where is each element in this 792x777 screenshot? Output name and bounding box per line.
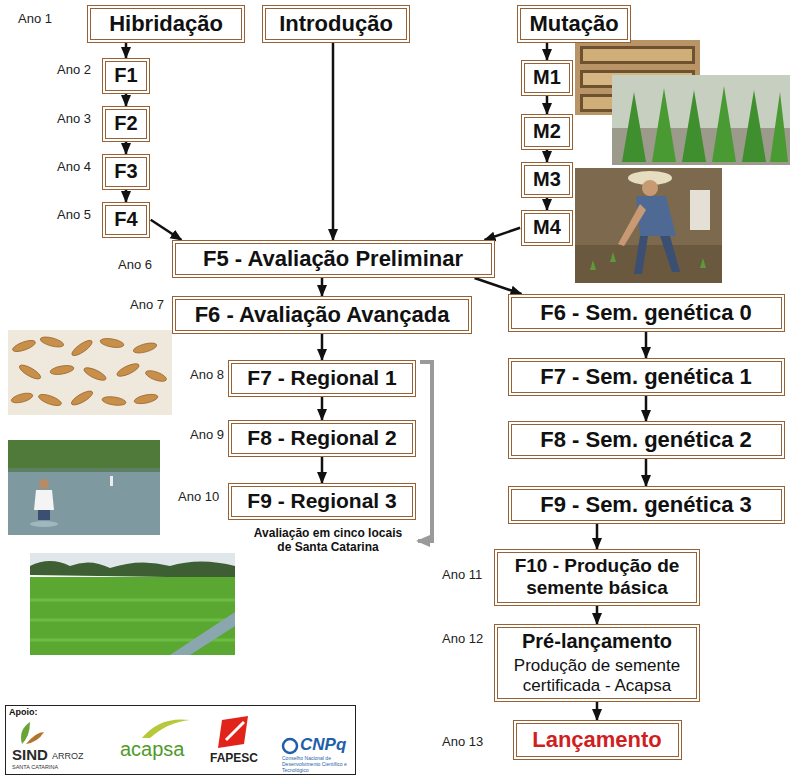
logo-text: Conselho Nacional de Desenvolvimento Cie…: [282, 756, 354, 773]
photo: [30, 553, 235, 655]
year-label: Ano 3: [57, 112, 91, 127]
box-text: Introdução: [279, 11, 393, 37]
process-box: F3: [102, 154, 149, 190]
year-label: Ano 9: [190, 428, 224, 443]
box-text: F5 - Avaliação Preliminar: [203, 246, 463, 272]
box-text: F4: [114, 208, 137, 232]
box-text: F1: [114, 64, 137, 88]
flow-arrow: [546, 198, 549, 210]
process-box: M3: [521, 162, 573, 198]
year-label: Ano 8: [190, 368, 224, 383]
box-text: F2: [114, 112, 137, 136]
bracket-arrow: [418, 362, 432, 541]
year-label: Ano 4: [57, 160, 91, 175]
logo-text: CNPq: [300, 735, 346, 755]
process-box: F1: [102, 58, 149, 94]
box-text: F3: [114, 160, 137, 184]
flow-arrow: [125, 43, 128, 58]
year-label: Ano 11: [442, 568, 482, 583]
process-box: F10 - Produção de semente básica: [494, 549, 700, 606]
flow-arrow: [125, 190, 128, 202]
flow-arrow: [321, 397, 324, 420]
box-text: F8 - Regional 2: [247, 426, 396, 451]
box-text: F9 - Regional 3: [247, 489, 396, 514]
process-box: Pré-lançamentoProdução de semente certif…: [494, 624, 700, 702]
process-box: F9 - Sem. genética 3: [508, 486, 785, 524]
flow-arrow: [321, 457, 324, 483]
box-text: M2: [533, 120, 561, 144]
box-text: Lançamento: [532, 727, 662, 753]
photo: [612, 75, 790, 165]
box-text: F6 - Sem. genética 0: [540, 300, 752, 326]
box-text: Pré-lançamento: [522, 630, 672, 654]
photo: [8, 440, 160, 535]
year-label: Ano 13: [442, 735, 483, 750]
process-box: F8 - Regional 2: [228, 420, 416, 457]
flow-arrow: [485, 228, 521, 240]
year-label: Ano 2: [57, 63, 91, 78]
box-text: F10 - Produção de semente básica: [506, 555, 688, 600]
process-box: F7 - Regional 1: [228, 360, 416, 397]
process-box: F4: [102, 202, 149, 238]
flow-arrow: [151, 220, 182, 240]
flow-arrow: [546, 43, 549, 60]
flow-arrow: [596, 702, 599, 720]
flow-arrow: [645, 332, 648, 358]
process-box: F5 - Avaliação Preliminar: [172, 240, 495, 278]
flow-arrow: [645, 396, 648, 421]
process-box: M1: [521, 60, 573, 96]
flow-arrow: [475, 278, 522, 294]
process-box: M2: [521, 114, 573, 150]
logo-panel: [6, 706, 356, 775]
flow-arrow: [332, 43, 335, 240]
flow-arrow: [321, 278, 324, 296]
flow-arrow: [596, 524, 599, 549]
year-label: Ano 10: [178, 490, 219, 505]
box-text: Hibridação: [109, 11, 223, 37]
process-box: Introdução: [262, 5, 410, 43]
logo-text: SANTA CATARINA: [12, 764, 58, 770]
flow-arrow: [321, 334, 324, 360]
box-text: F8 - Sem. genética 2: [540, 427, 752, 453]
flow-arrow: [546, 150, 549, 162]
box-text: Mutação: [529, 11, 618, 37]
year-label: Ano 12: [442, 632, 483, 647]
logo-text: SIND: [12, 746, 48, 763]
process-box: M4: [521, 210, 573, 246]
box-text: M4: [533, 216, 561, 240]
flow-arrow: [125, 142, 128, 154]
box-text: F7 - Sem. genética 1: [540, 364, 752, 390]
year-label: Ano 7: [130, 298, 164, 313]
process-box: Hibridação: [87, 5, 245, 43]
flow-arrow: [645, 459, 648, 486]
year-label: Ano 6: [118, 258, 152, 273]
process-box: F9 - Regional 3: [228, 483, 416, 520]
process-box: F8 - Sem. genética 2: [508, 421, 785, 459]
box-text: F9 - Sem. genética 3: [540, 492, 752, 518]
process-box: F7 - Sem. genética 1: [508, 358, 785, 396]
logo-text: ARROZ: [52, 751, 84, 761]
process-box: F2: [102, 106, 149, 142]
process-box: F6 - Sem. genética 0: [508, 294, 785, 332]
logo-text: FAPESC: [210, 752, 258, 766]
panel-heading: Apoio:: [9, 707, 38, 717]
logo-text: acapsa: [120, 738, 185, 761]
photo: [8, 330, 172, 415]
box-text: M1: [533, 66, 561, 90]
flow-arrow: [125, 94, 128, 106]
flow-arrow: [546, 96, 549, 114]
process-box: Mutação: [517, 5, 630, 43]
box-text: F6 - Avaliação Avançada: [195, 302, 450, 328]
year-label: Ano 1: [18, 12, 52, 27]
process-box: F6 - Avaliação Avançada: [172, 296, 472, 334]
box-text: F7 - Regional 1: [247, 366, 396, 391]
box-text: M3: [533, 168, 561, 192]
process-box: Lançamento: [513, 720, 682, 760]
photo: [575, 168, 722, 283]
note-text: Avaliação em cinco locais de Santa Catar…: [248, 527, 408, 555]
box-subtext: Produção de semente certificada - Acapsa: [506, 656, 688, 696]
year-label: Ano 5: [57, 208, 91, 223]
flow-arrow: [596, 606, 599, 624]
